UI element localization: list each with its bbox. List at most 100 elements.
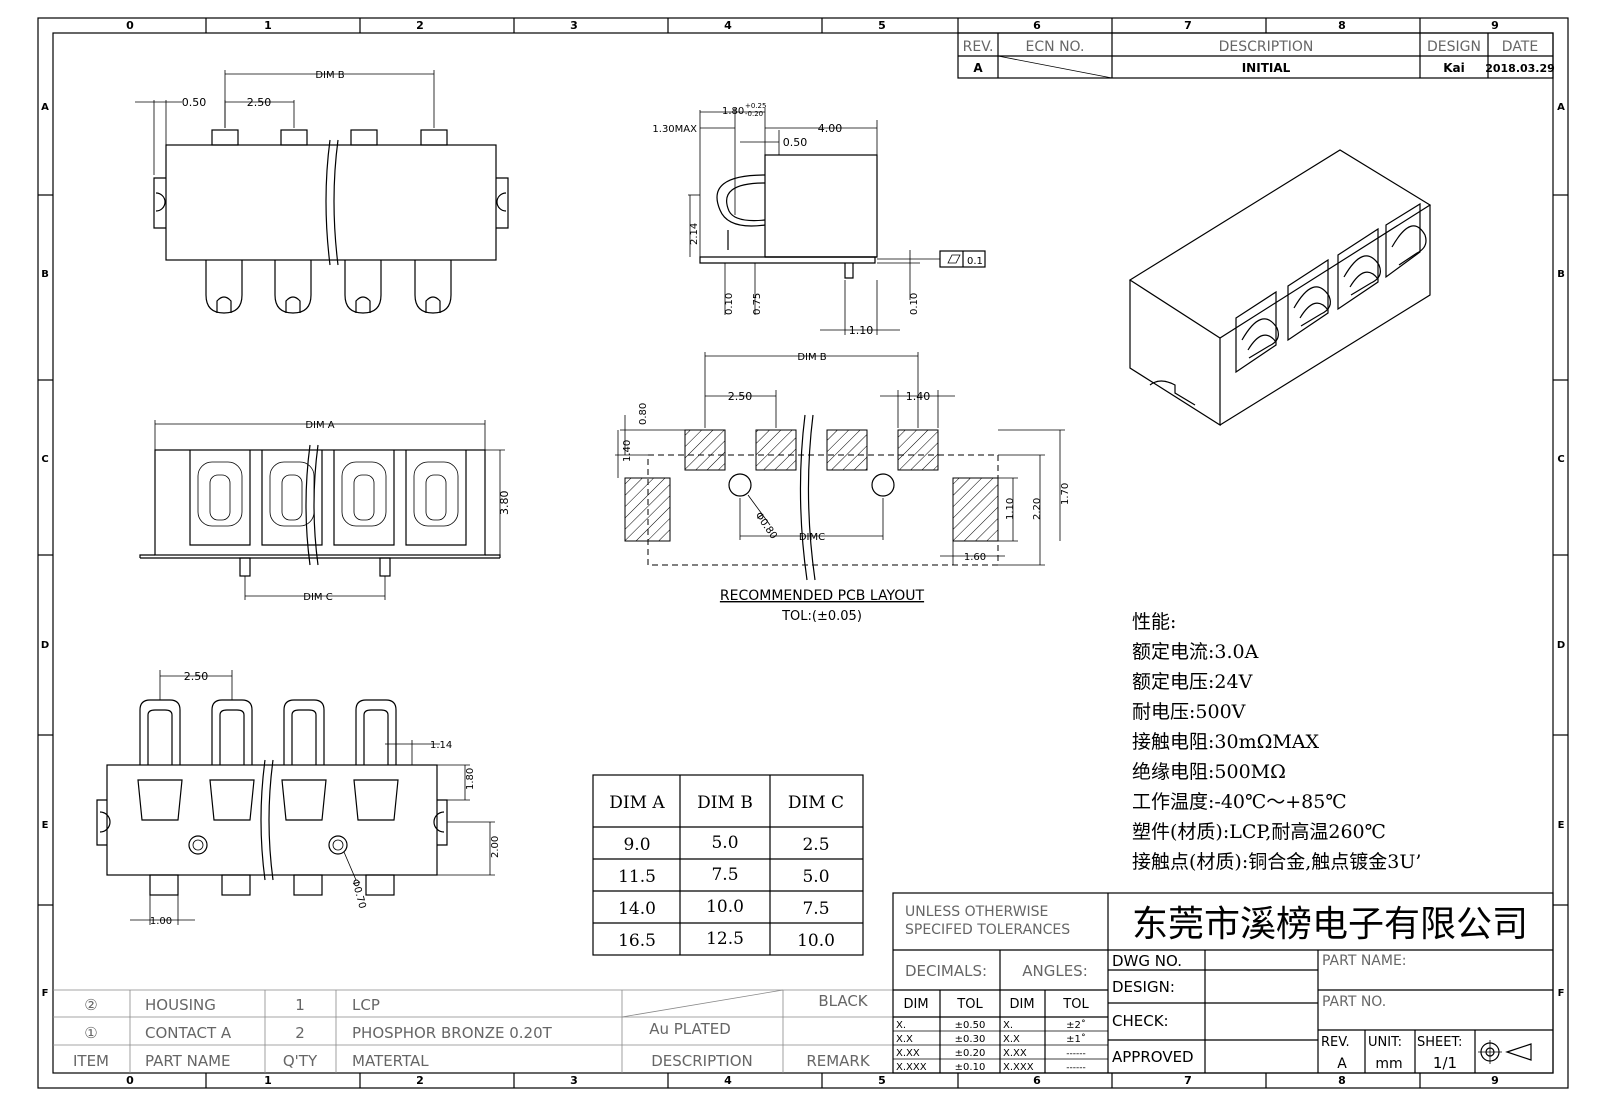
revision-designer: Kai bbox=[1443, 61, 1465, 75]
row-label-f-right: F bbox=[1558, 988, 1565, 999]
col-label-7: 7 bbox=[1184, 19, 1192, 32]
side-dim-010a: 0.10 bbox=[724, 293, 735, 315]
part-no-label: PART NO. bbox=[1322, 994, 1386, 1010]
dim-table-cell: 10.0 bbox=[706, 897, 744, 917]
bottom-dim-pitch: 2.50 bbox=[184, 670, 209, 683]
ang-row-dim: X.XX bbox=[1003, 1048, 1027, 1059]
design-header: DESIGN bbox=[1427, 39, 1481, 55]
bom-remark: BLACK bbox=[818, 992, 868, 1010]
bottom-dim-200: 2.00 bbox=[490, 836, 501, 858]
pcb-title: RECOMMENDED PCB LAYOUT bbox=[720, 588, 925, 604]
sheet-value: 1/1 bbox=[1433, 1054, 1457, 1072]
top-dim-offset: 0.50 bbox=[182, 96, 207, 109]
dim-table-cell: 12.5 bbox=[706, 929, 744, 949]
pcb-dim-pad-h: 0.80 bbox=[638, 403, 649, 425]
dim-table-cell: 11.5 bbox=[618, 867, 656, 887]
dim-table: DIM A DIM B DIM C 9.0 5.0 2.5 11.5 7.5 5… bbox=[592, 774, 864, 956]
col-label-9: 9 bbox=[1491, 19, 1499, 32]
top-view: DIM B 0.50 2.50 bbox=[135, 70, 509, 314]
row-label-d-right: D bbox=[1557, 640, 1565, 651]
top-dim-pitch: 2.50 bbox=[247, 96, 272, 109]
dim-table-cell: 5.0 bbox=[711, 833, 738, 853]
pcb-dim-c: DIMC bbox=[799, 532, 825, 543]
col-label-2: 2 bbox=[416, 19, 424, 32]
ang-row-tol: ------ bbox=[1066, 1049, 1086, 1059]
spec-line: 耐电压:500V bbox=[1132, 701, 1246, 723]
dec-row-tol: ±0.50 bbox=[955, 1020, 986, 1031]
specs-block: 性能: 额定电流:3.0A 额定电压:24V 耐电压:500V 接触电阻:30m… bbox=[1132, 611, 1421, 873]
ang-row-dim: X.XXX bbox=[1003, 1062, 1034, 1073]
bom-qty: 1 bbox=[295, 996, 305, 1014]
projection-symbol-icon bbox=[1478, 1040, 1532, 1064]
bom-description: Au PLATED bbox=[649, 1020, 731, 1038]
spec-line: 额定电流:3.0A bbox=[1132, 641, 1259, 663]
pcb-layout: DIM B 2.50 1.40 0.80 1.40 Φ0.80 DIMC 1.1… bbox=[615, 352, 1071, 624]
bottom-dim-peg: Φ0.70 bbox=[349, 878, 367, 910]
iso-contact-3 bbox=[1337, 227, 1381, 311]
ang-tol-header: TOL bbox=[1062, 997, 1089, 1012]
dim-table-cell: 16.5 bbox=[618, 931, 656, 951]
col-label-4-bottom: 4 bbox=[724, 1074, 732, 1087]
col-label-9-bottom: 9 bbox=[1491, 1074, 1499, 1087]
row-label-b: B bbox=[41, 269, 49, 280]
rev-value-title: A bbox=[1337, 1056, 1347, 1072]
side-view: 1.80 +0.25 -0.20 1.30MAX 4.00 0.50 2.14 … bbox=[652, 102, 986, 337]
dec-row-tol: ±0.20 bbox=[955, 1048, 986, 1059]
ang-row-dim: X.X bbox=[1003, 1034, 1020, 1045]
specs-title: 性能: bbox=[1132, 611, 1176, 633]
side-flatness: 0.1 bbox=[967, 256, 983, 267]
tol-note-1: UNLESS OTHERWISE bbox=[905, 904, 1048, 920]
col-label-0-bottom: 0 bbox=[126, 1074, 134, 1087]
dec-row-dim: X. bbox=[896, 1020, 906, 1031]
row-label-b-right: B bbox=[1557, 269, 1565, 280]
dec-row-dim: X.XXX bbox=[896, 1062, 927, 1073]
bom-header-item: ITEM bbox=[73, 1052, 109, 1070]
dec-row-tol: ±0.10 bbox=[955, 1062, 986, 1073]
part-name-label: PART NAME: bbox=[1322, 953, 1407, 969]
bom-header-name: PART NAME bbox=[145, 1052, 231, 1070]
pcb-tolerance: TOL:(±0.05) bbox=[781, 609, 862, 624]
pcb-dim-160: 1.60 bbox=[964, 552, 986, 563]
rev-header: REV. bbox=[963, 39, 994, 55]
bom-name: HOUSING bbox=[145, 996, 216, 1014]
side-dim-180: 1.80 bbox=[722, 106, 744, 117]
dec-tol-header: TOL bbox=[956, 997, 983, 1012]
dim-table-header-c: DIM C bbox=[788, 793, 844, 813]
bom-material: LCP bbox=[352, 996, 380, 1014]
side-dim-130: 1.30MAX bbox=[652, 124, 697, 135]
iso-view bbox=[1128, 149, 1432, 427]
front-view: DIM A 3.80 DIM C bbox=[139, 420, 511, 603]
iso-contact-2 bbox=[1287, 258, 1331, 342]
col-label-6-bottom: 6 bbox=[1033, 1074, 1041, 1087]
dec-row-dim: X.X bbox=[896, 1034, 913, 1045]
top-dim-b: DIM B bbox=[315, 70, 344, 81]
row-label-e: E bbox=[42, 820, 49, 831]
ang-row-tol: ------ bbox=[1066, 1063, 1086, 1073]
spec-line: 额定电压:24V bbox=[1132, 671, 1253, 693]
spec-line: 绝缘电阻:500MΩ bbox=[1132, 761, 1286, 783]
side-dim-214: 2.14 bbox=[689, 223, 700, 245]
col-label-2-bottom: 2 bbox=[416, 1074, 424, 1087]
dim-table-cell: 9.0 bbox=[623, 835, 650, 855]
side-dim-110: 1.10 bbox=[849, 324, 874, 337]
bom-table: ② HOUSING 1 LCP BLACK ① CONTACT A 2 PHOS… bbox=[53, 989, 893, 1073]
side-dim-010b: 0.10 bbox=[909, 293, 920, 315]
title-block: UNLESS OTHERWISE SPECIFED TOLERANCES 东莞市… bbox=[892, 892, 1554, 1074]
unit-value: mm bbox=[1375, 1056, 1402, 1072]
col-label-4: 4 bbox=[724, 19, 732, 32]
bom-material: PHOSPHOR BRONZE 0.20T bbox=[352, 1024, 553, 1042]
pcb-dim-220: 2.20 bbox=[1032, 498, 1043, 520]
revision-date: 2018.03.29 bbox=[1485, 62, 1555, 75]
description-header: DESCRIPTION bbox=[1219, 39, 1314, 55]
col-label-7-bottom: 7 bbox=[1184, 1074, 1192, 1087]
pcb-dim-b: DIM B bbox=[797, 352, 826, 363]
spec-line: 接触电阻:30mΩMAX bbox=[1132, 731, 1320, 753]
row-label-a: A bbox=[41, 102, 49, 113]
dec-row-dim: X.XX bbox=[896, 1048, 920, 1059]
rev-value: A bbox=[973, 61, 983, 75]
dim-table-cell: 5.0 bbox=[802, 867, 829, 887]
bom-qty: 2 bbox=[295, 1024, 305, 1042]
bom-item: ① bbox=[84, 1024, 97, 1042]
col-label-5-bottom: 5 bbox=[878, 1074, 886, 1087]
